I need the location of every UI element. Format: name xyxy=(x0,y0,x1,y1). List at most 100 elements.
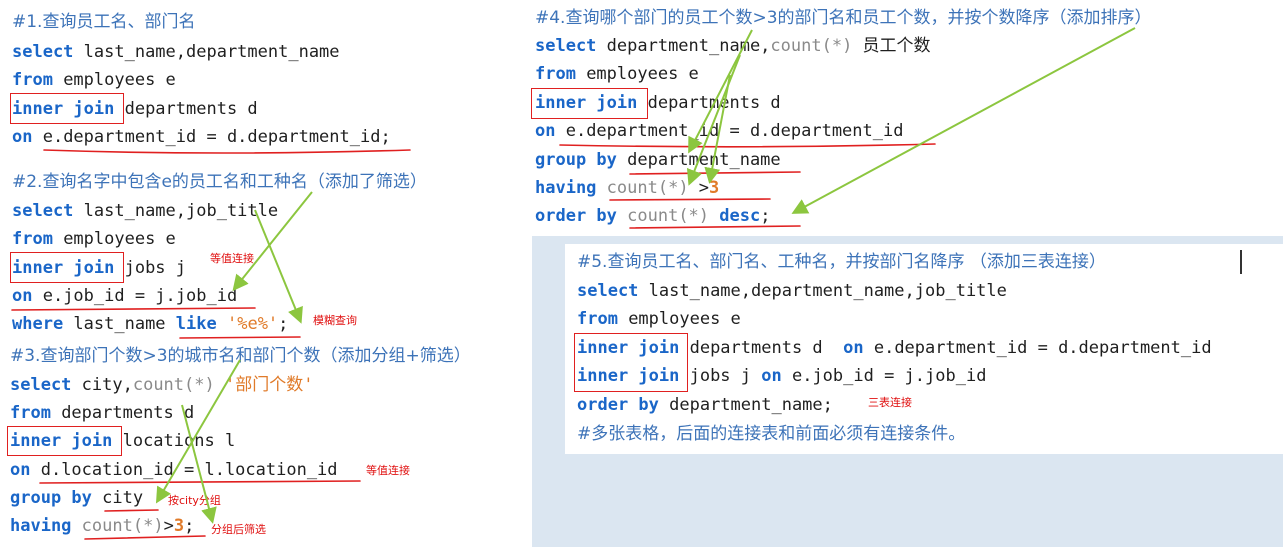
inner-join-highlight-box xyxy=(531,88,648,119)
keyword: on xyxy=(12,286,33,306)
code-text: last_name,department_name,job_title xyxy=(638,281,1007,301)
query2-line-where[interactable]: where last_name like '%e%'; xyxy=(12,314,288,334)
query4-line-on[interactable]: on e.department_id = d.department_id xyxy=(535,121,903,141)
code-text: 员工个数 xyxy=(852,36,931,56)
code-text: jobs j xyxy=(114,258,187,278)
string-literal: '%e%' xyxy=(226,314,279,334)
keyword: from xyxy=(577,309,618,329)
code-text: jobs j xyxy=(679,366,762,386)
code-text xyxy=(215,375,225,395)
keyword: order by xyxy=(535,206,617,226)
code-text: e.department_id = d.department_id; xyxy=(32,127,391,147)
query4-line-group-by[interactable]: group by department_name xyxy=(535,150,781,170)
code-text: departments d xyxy=(114,99,258,119)
query5-comment-2: #多张表格，后面的连接表和前面必须有连接条件。 xyxy=(577,424,966,444)
query4-line-select[interactable]: select department_name,count(*) 员工个数 xyxy=(535,36,931,56)
keyword: on xyxy=(10,460,31,480)
query5-line-join-departments[interactable]: inner join departments d on e.department… xyxy=(577,338,1212,358)
code-text: ; xyxy=(278,314,289,334)
query3-line-on[interactable]: on d.location_id = l.location_id xyxy=(10,460,338,480)
annotation-three-table-join: 三表连接 xyxy=(868,396,912,409)
query2-line-from[interactable]: from employees e xyxy=(12,229,176,249)
keyword: on xyxy=(843,338,864,358)
keyword: inner join xyxy=(577,338,680,358)
query5-line-select[interactable]: select last_name,department_name,job_tit… xyxy=(577,281,1007,301)
query1-line-select[interactable]: select last_name,department_name xyxy=(12,42,340,62)
code-text: ; xyxy=(760,206,771,226)
query5-line-order-by[interactable]: order by department_name; xyxy=(577,395,833,415)
keyword: from xyxy=(535,64,576,84)
code-text: department_name, xyxy=(596,36,771,56)
query5-line-join-jobs[interactable]: inner join jobs j on e.job_id = j.job_id xyxy=(577,366,986,386)
keyword: from xyxy=(10,403,51,423)
code-text: d.location_id = l.location_id xyxy=(30,460,338,480)
code-text: e.job_id = j.job_id xyxy=(32,286,238,306)
code-text: last_name xyxy=(63,314,176,334)
keyword: inner join xyxy=(577,366,680,386)
annotation-equi-join: 等值连接 xyxy=(210,252,254,265)
query4-line-from[interactable]: from employees e xyxy=(535,64,699,84)
query1-line-on[interactable]: on e.department_id = d.department_id; xyxy=(12,127,391,147)
code-text: employees e xyxy=(52,70,176,90)
keyword: select xyxy=(12,201,74,221)
inner-join-highlight-box xyxy=(10,252,124,283)
code-text: departments d xyxy=(679,338,844,358)
code-text: department_name xyxy=(616,150,781,170)
keyword: select xyxy=(12,42,74,62)
code-text: e.department_id = d.department_id xyxy=(863,338,1212,358)
number-literal: 3 xyxy=(173,516,185,536)
annotation-group-by-city: 按city分组 xyxy=(168,494,221,507)
query3-line-group-by[interactable]: group by city xyxy=(10,488,143,508)
query2-line-select[interactable]: select last_name,job_title xyxy=(12,201,278,221)
number-literal: 3 xyxy=(709,178,720,198)
query3-comment: #3.查询部门个数>3的城市名和部门个数（添加分组+筛选） xyxy=(10,346,471,366)
code-text: e.job_id = j.job_id xyxy=(781,366,987,386)
query5-line-from[interactable]: from employees e xyxy=(577,309,741,329)
keyword: on xyxy=(12,127,33,147)
keyword: group by xyxy=(535,150,617,170)
code-text: last_name,department_name xyxy=(73,42,340,62)
code-text: department_name; xyxy=(658,395,833,415)
query4-line-order-by[interactable]: order by count(*) desc; xyxy=(535,206,770,226)
keyword: like xyxy=(175,314,217,334)
keyword: select xyxy=(10,375,72,395)
keyword: having xyxy=(535,178,597,198)
keyword: select xyxy=(535,36,597,56)
keyword: order by xyxy=(577,395,659,415)
query1-line-join[interactable]: inner join departments d xyxy=(12,99,258,119)
query2-line-on[interactable]: on e.job_id = j.job_id xyxy=(12,286,237,306)
code-text: locations l xyxy=(112,431,236,451)
code-text: > xyxy=(688,178,710,198)
keyword: from xyxy=(12,229,53,249)
code-text: e.department_id = d.department_id xyxy=(555,121,904,141)
query1-line-from[interactable]: from employees e xyxy=(12,70,176,90)
code-text: > xyxy=(163,516,174,536)
query4-line-having[interactable]: having count(*) >3 xyxy=(535,178,719,198)
code-text xyxy=(596,178,606,198)
code-text: city xyxy=(91,488,144,508)
code-text xyxy=(709,206,719,226)
string-literal: '部门个数' xyxy=(224,375,314,395)
code-text xyxy=(217,314,227,334)
code-text: ; xyxy=(184,516,195,536)
keyword: inner join xyxy=(535,93,638,113)
editor-panel-right-bottom xyxy=(565,244,1283,454)
text-cursor xyxy=(1240,250,1242,274)
keyword: group by xyxy=(10,488,92,508)
query1-comment: #1.查询员工名、部门名 xyxy=(12,12,196,32)
keyword: from xyxy=(12,70,53,90)
function-call: count(*) xyxy=(81,516,164,536)
code-text: city, xyxy=(71,375,133,395)
keyword: select xyxy=(577,281,639,301)
function-call: count(*) xyxy=(770,36,853,56)
code-text: departments d xyxy=(637,93,781,113)
inner-join-highlight-box xyxy=(10,93,124,124)
query3-line-having[interactable]: having count(*)>3; xyxy=(10,516,194,536)
code-text: employees e xyxy=(575,64,699,84)
keyword: inner join xyxy=(12,99,115,119)
query3-line-from[interactable]: from departments d xyxy=(10,403,194,423)
query3-line-select[interactable]: select city,count(*) '部门个数' xyxy=(10,375,313,395)
annotation-filter-after-group: 分组后筛选 xyxy=(211,523,266,536)
annotation-equi-join: 等值连接 xyxy=(366,464,410,477)
query2-line-join[interactable]: inner join jobs j xyxy=(12,258,186,278)
